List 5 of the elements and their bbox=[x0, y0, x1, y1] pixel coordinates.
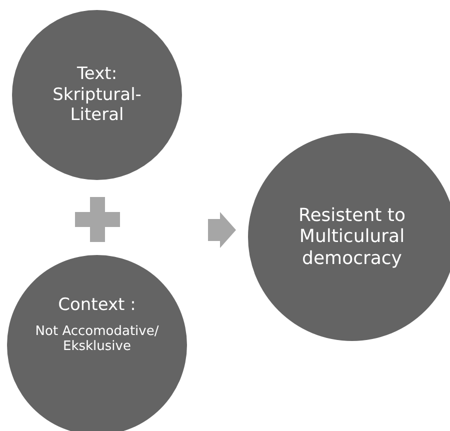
block-arrow bbox=[208, 212, 236, 248]
node-description: Not Accomodative/ Eksklusive bbox=[34, 324, 160, 355]
node-label: Resistent to Multiculural democracy bbox=[298, 204, 406, 270]
node-label: Text: Skriptural- Literal bbox=[52, 64, 142, 126]
node-label: Context : bbox=[58, 295, 136, 316]
